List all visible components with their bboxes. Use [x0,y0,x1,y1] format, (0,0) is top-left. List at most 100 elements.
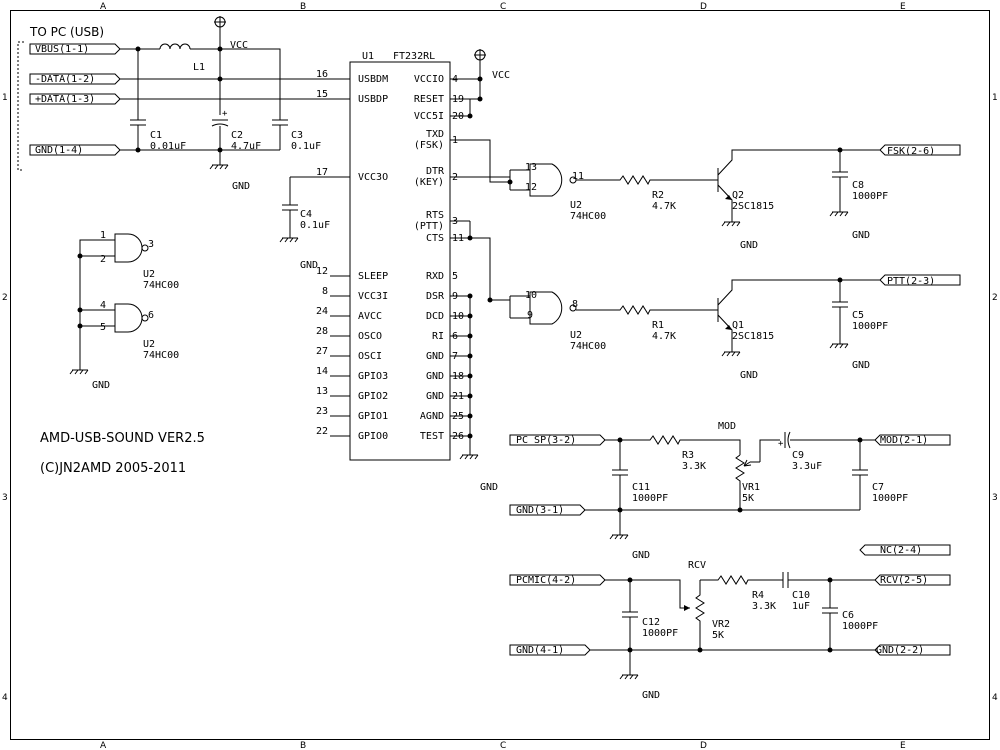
ground-symbol [69,369,89,375]
g4-pin-b: 9 [527,310,533,321]
ic-pin-name: GPIO3 [358,371,388,382]
ic-pin-name: VCC3O [358,172,388,183]
vr1-value: 5K [742,493,754,504]
ic-pin-name: RESET [414,94,444,105]
g1-pin-a: 1 [100,230,106,241]
ic-pin-name: AGND [420,411,444,422]
g3-pin-out: 11 [572,171,584,182]
c6-ref: C6 [842,610,854,621]
c5-ref: C5 [852,310,864,321]
ic-pin-name: GPIO2 [358,391,388,402]
wire [450,139,530,191]
c1-ref: C1 [150,130,162,141]
vcc3o-net: C4 0.1uF GND [279,176,350,271]
grid-col-a-bottom: A [100,741,107,750]
wire [79,239,115,370]
c6-value: 1000PF [842,621,878,632]
rcv-label: RCV [688,560,706,571]
u2-part-3: 74HC00 [570,211,606,222]
g3-pin-a: 13 [525,162,537,173]
port-pcsp-label: PC SP(3-2) [516,435,576,446]
grid-col-d: D [700,2,707,12]
schematic-title: AMD-USB-SOUND VER2.5 [40,431,205,446]
ic-pin-number: 24 [316,306,328,317]
ic-ref: U1 [362,51,374,62]
port-pcmic-label: PCMIC(4-2) [516,575,576,586]
port-rcv-label: RCV(2-5) [880,575,928,586]
nand-gate-1 [114,233,143,263]
capacitor-c5 [832,280,848,344]
ic-pin-name: DTR [426,166,445,177]
gnd-label-usb: GND [232,181,250,192]
potentiometer-vr2 [695,580,705,650]
ic-part: FT232RL [393,51,435,62]
port-mod-label: MOD(2-1) [880,435,928,446]
gnd-label-c8: GND [852,230,870,241]
capacitor-c1: C1 0.01uF [130,119,186,152]
c2-ref: C2 [231,130,243,141]
ic-pin-number: 14 [316,366,328,377]
grid-col-b-bottom: B [300,741,306,750]
ic-pin-number: 13 [316,386,328,397]
r3-ref: R3 [682,450,694,461]
capacitor-c9 [759,431,860,462]
port-gnd22 [874,644,951,656]
capacitor-c8 [832,150,848,212]
mod-channel: PC SP(3-2) GND(3-1) R3 3.3K MOD C11 1000… [509,421,951,561]
nand-gate-2 [114,303,143,333]
gnd-label-c4: GND [300,260,318,271]
c11-ref: C11 [632,482,650,493]
ic-pin-name: SLEEP [358,271,388,282]
grid-col-c-bottom: C [500,741,506,750]
vr2-ref: VR2 [712,619,730,630]
ic-pin-number: 28 [316,326,328,337]
grid-row-3: 3 [2,493,8,503]
port-gnd22-label: GND(2-2) [876,645,924,656]
port-nc [859,544,951,556]
rcv-channel: PCMIC(4-2) GND(4-1) C12 1000PF RCV VR2 5… [509,560,951,701]
ground-symbol [721,221,741,227]
ic-pin-number: 8 [322,286,328,297]
ground-symbol [209,150,229,170]
inductor-l1 [159,43,191,50]
ic-pin-alias: (PTT) [414,221,444,232]
port-vbus-label: VBUS(1-1) [35,44,89,55]
ic-pin-name: TXD [426,129,444,140]
grid-row-2-right: 2 [992,293,998,303]
vcc-label-usb: VCC [230,40,248,51]
ground-symbol [721,351,741,357]
g4-pin-out: 8 [572,299,578,310]
capacitor-c3: C3 0.1uF [272,119,321,152]
ic-pin-name: RXD [426,271,444,282]
ic-pin-name: USBDM [358,74,388,85]
ic-pin-number: 5 [452,271,458,282]
g2-pin-out: 6 [148,310,154,321]
grid-row-2: 2 [2,293,8,303]
grid-row-1: 1 [2,93,8,103]
c8-ref: C8 [852,180,864,191]
r3-value: 3.3K [682,461,706,472]
ic-pin-number: 15 [316,89,328,100]
port-gnd31 [509,504,586,516]
port-gnd41-label: GND(4-1) [516,645,564,656]
gnd-label-mod: GND [632,550,650,561]
r1-value: 4.7K [652,331,676,342]
c10-ref: C10 [792,590,810,601]
port-nc-label: NC(2-4) [880,545,922,556]
c7-ref: C7 [872,482,884,493]
c9-value: 3.3uF [792,461,822,472]
gnd-label-rcv: GND [642,690,660,701]
ic-pin-name: GPIO1 [358,411,388,422]
q1-part: 2SC1815 [732,331,774,342]
gnd-label-gates: GND [92,380,110,391]
ic-pin-name: TEST [420,431,444,442]
port-ptt-label: PTT(2-3) [887,276,935,287]
copyright: (C)JN2AMD 2005-2011 [40,461,186,476]
ic-pin-name: DSR [426,291,445,302]
port-fsk-label: FSK(2-6) [887,146,935,157]
r2-ref: R2 [652,190,664,201]
grid-row-3-right: 3 [992,493,998,503]
